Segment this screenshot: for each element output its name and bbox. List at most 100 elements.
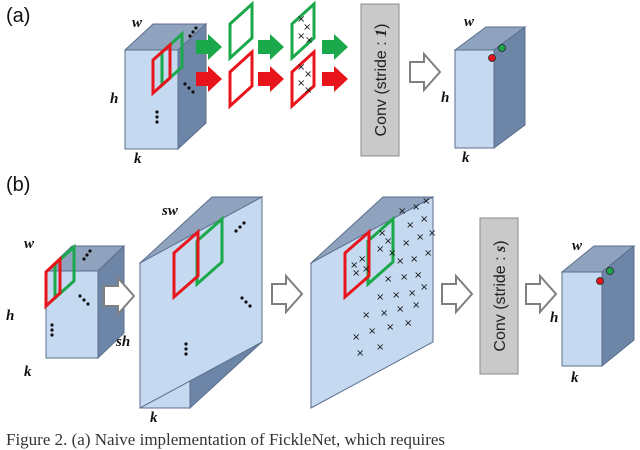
dropout-mark: × (414, 270, 422, 281)
label-w: w (24, 236, 35, 252)
dropout-mark: × (384, 236, 392, 247)
label-h: h (6, 308, 14, 324)
dropout-mark: × (392, 290, 400, 301)
green-arrow (258, 34, 284, 60)
red-kernel-dropout (290, 48, 316, 110)
red-kernel (228, 48, 254, 110)
label-h: h (110, 91, 118, 107)
hollow-arrow (525, 273, 558, 315)
svg-text:×: × (303, 22, 311, 33)
dropout-mark: × (358, 254, 366, 265)
conv-box (479, 217, 519, 375)
green-kernel (228, 0, 254, 62)
svg-text:×: × (297, 14, 305, 25)
dropout-mark: × (396, 256, 404, 267)
red-arrow (322, 66, 348, 92)
svg-text:×: × (297, 62, 305, 73)
svg-text:×: × (304, 85, 312, 96)
dropout-mark: × (380, 308, 388, 319)
dropout-mark: × (404, 318, 412, 329)
label-k: k (24, 364, 32, 380)
dropout-mark: × (408, 288, 416, 299)
label-k: k (571, 370, 579, 386)
hollow-arrow (409, 51, 442, 93)
dropout-mark: × (420, 282, 428, 293)
dropout-marks: × × × × (297, 14, 313, 46)
label-h: h (441, 90, 449, 106)
green-kernel (160, 30, 184, 89)
panel-b-dropout-map: ×××××××××××××××××××××××××××××××××××× (309, 196, 436, 409)
label-w: w (464, 14, 475, 30)
dropout-mark: × (412, 300, 420, 311)
conv-label: Conv (stride : 1) (373, 24, 390, 137)
dropout-mark: × (398, 206, 406, 217)
label-w: w (572, 238, 583, 254)
cube-front-face (561, 271, 603, 367)
dropout-mark: × (396, 304, 404, 315)
panel-b-input-cube: w h k (6, 236, 126, 380)
dropout-marks: ×××××××××××××××××××××××××××××××××××× (350, 196, 436, 359)
panel-a-green-chain: × × × × (196, 0, 348, 62)
dropout-mark: × (410, 254, 418, 265)
panel-a-label: (a) (6, 5, 30, 27)
label-k: k (134, 151, 142, 167)
dropout-mark: × (386, 322, 394, 333)
dropout-mark: × (376, 244, 384, 255)
dropout-mark: × (362, 264, 370, 275)
hollow-arrow (271, 273, 304, 315)
label-k: k (462, 150, 470, 166)
green-kernel (53, 243, 76, 302)
label-w: w (132, 15, 143, 31)
dropout-mark: × (400, 272, 408, 283)
dropout-mark: × (412, 202, 420, 213)
hollow-arrow (441, 273, 474, 315)
svg-text:×: × (297, 31, 305, 42)
panel-b-output-cube: w h k (550, 238, 636, 386)
panel-b-label: (b) (6, 174, 30, 196)
svg-text:×: × (304, 69, 312, 80)
green-arrow (196, 34, 222, 60)
svg-text:×: × (297, 78, 305, 89)
red-output-point (596, 277, 604, 285)
conv-label: Conv (stride : s) (492, 240, 509, 351)
dropout-mark: × (384, 274, 392, 285)
dropout-mark: × (368, 326, 376, 337)
label-h: h (550, 310, 558, 326)
panel-b-expanded-map: sw sh k (115, 195, 264, 426)
dropout-mark: × (424, 248, 432, 259)
panel-a-red-chain: × × × × (196, 48, 348, 110)
dropout-mark: × (428, 228, 436, 239)
green-arrow (322, 34, 348, 60)
cube-front-face (454, 49, 495, 149)
dropout-marks: × × × × (297, 62, 312, 96)
dropout-mark: × (376, 342, 384, 353)
dropout-mark: × (422, 196, 430, 207)
red-kernel (172, 228, 200, 301)
dropout-mark: × (376, 292, 384, 303)
svg-text:×: × (305, 35, 313, 46)
green-kernel-dropout (290, 0, 316, 62)
panel-a-conv-box: Conv (stride : 1) (360, 3, 400, 157)
dropout-mark: × (352, 332, 360, 343)
ellipsis-dots (155, 26, 198, 124)
red-arrow (258, 66, 284, 92)
dropout-mark: × (402, 238, 410, 249)
dropout-mark: × (362, 310, 370, 321)
ellipsis-dots (50, 249, 92, 337)
panel-b-conv-box: Conv (stride : s) (479, 217, 519, 375)
green-output-point (606, 267, 614, 275)
ellipsis-dots (184, 221, 252, 356)
dropout-mark: × (420, 214, 428, 225)
hollow-arrow (103, 275, 136, 317)
green-output-point (498, 44, 506, 52)
dropout-mark: × (378, 228, 386, 239)
dropout-mark: × (416, 232, 424, 243)
panel-a-output-cube: w h k (441, 14, 527, 166)
label-sw: sw (161, 203, 179, 219)
figure-caption: Figure 2. (a) Naive implementation of Fi… (6, 430, 446, 449)
dropout-mark: × (388, 248, 396, 259)
dropout-mark: × (352, 268, 360, 279)
red-output-point (488, 54, 496, 62)
panel-a-input-cube: w h k (110, 15, 208, 167)
